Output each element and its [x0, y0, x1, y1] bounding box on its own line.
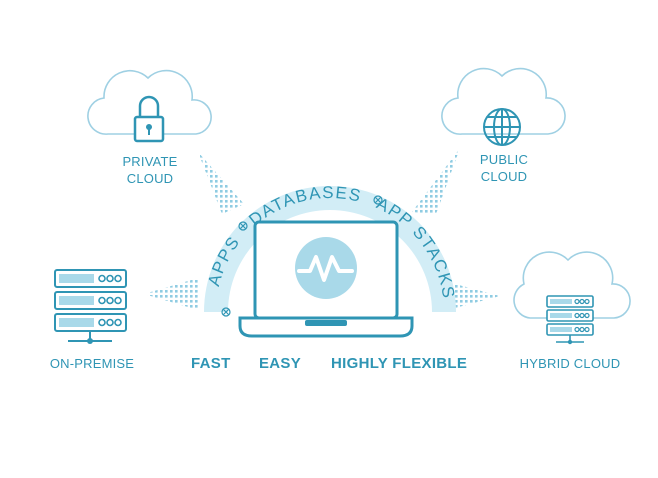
feature-easy: EASY — [259, 355, 302, 372]
public-cloud-icon — [441, 67, 566, 135]
arc-marker — [221, 307, 231, 317]
services-arc — [204, 186, 456, 312]
feature-highly-flexible: HIGHLY FLEXIBLE — [331, 355, 468, 372]
label-private-cloud: PRIVATE CLOUD — [122, 154, 178, 186]
arc-marker — [373, 195, 383, 205]
hybrid-cloud-icon — [513, 251, 631, 319]
feature-fast: FAST — [191, 355, 231, 372]
server-rack-icon — [546, 295, 594, 345]
arc-marker — [238, 221, 248, 231]
pulse-logo-icon — [295, 237, 357, 299]
arrow-left — [144, 278, 198, 310]
globe-icon — [483, 108, 521, 146]
arrow-upper-right — [412, 148, 460, 214]
arrow-upper-left — [198, 152, 244, 214]
lock-icon — [133, 95, 165, 143]
private-cloud-icon — [87, 69, 212, 135]
label-on-premise: ON-PREMISE — [49, 356, 135, 371]
label-public-cloud: PUBLIC CLOUD — [479, 152, 529, 184]
server-rack-icon — [54, 269, 127, 344]
label-hybrid-cloud: HYBRID CLOUD — [519, 356, 621, 371]
